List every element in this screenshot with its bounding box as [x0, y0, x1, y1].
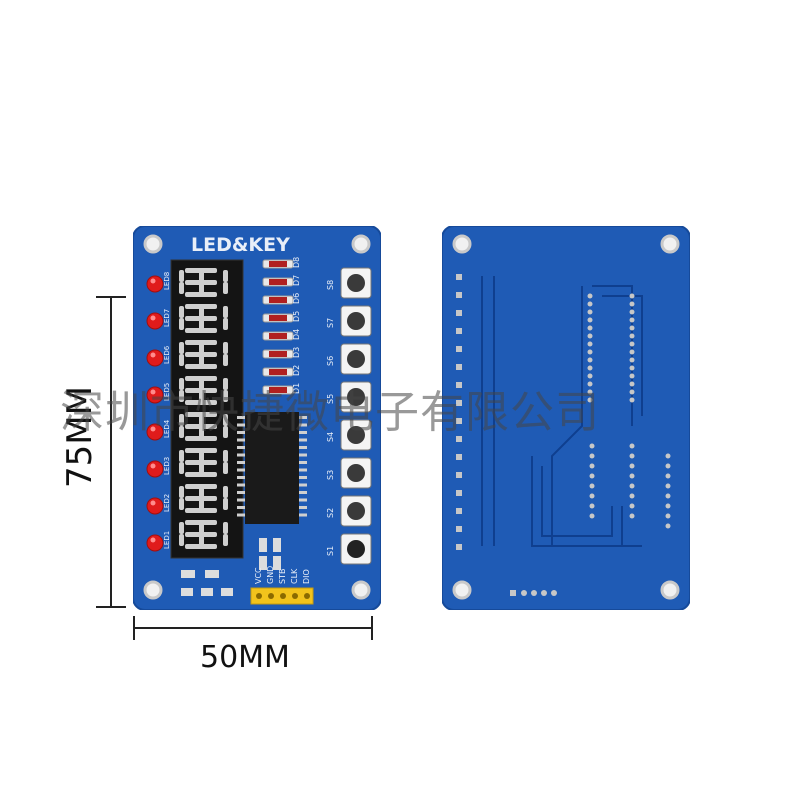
red-led	[146, 497, 164, 515]
mounting-holes-front	[143, 234, 371, 600]
led-label: LED7	[163, 309, 171, 327]
seven-seg-digit	[179, 304, 228, 333]
header-pin-label: GND	[266, 566, 275, 584]
tact-switch: S3	[326, 457, 372, 489]
button-label: S2	[326, 508, 335, 518]
button-label: S3	[326, 470, 335, 480]
diode-label: D5	[292, 311, 301, 322]
red-led	[146, 534, 164, 552]
header-pin-label: VCC	[254, 567, 263, 584]
red-led	[146, 460, 164, 478]
header-pin-label: CLK	[290, 568, 299, 584]
back-board	[442, 226, 690, 610]
seven-seg-digit	[179, 268, 228, 297]
tact-switch: S7	[326, 305, 372, 337]
header-pin-label: DIO	[302, 569, 311, 584]
red-led	[146, 349, 164, 367]
tact-switch: S5	[326, 381, 372, 413]
led-label: LED5	[163, 383, 171, 401]
diode-label: D1	[292, 383, 301, 394]
mounting-holes-back	[452, 234, 680, 600]
watermark-text: 深圳市快捷微电子有限公司	[60, 387, 600, 438]
diode-label: D6	[292, 293, 301, 304]
led-label: LED3	[163, 457, 171, 475]
red-led	[146, 275, 164, 293]
led-label: LED8	[163, 272, 171, 290]
height-dimension	[96, 296, 126, 608]
tact-switch: S8	[326, 267, 372, 299]
led-label: LED1	[163, 531, 171, 549]
tact-switch: S1	[326, 533, 372, 565]
button-label: S6	[326, 356, 335, 366]
diode-label: D7	[292, 275, 301, 286]
seven-seg-digit	[179, 448, 228, 477]
width-label: 50MM	[200, 640, 290, 675]
diode-label: D8	[292, 257, 301, 268]
diode-label: D2	[292, 365, 301, 376]
header-pin-label: STB	[278, 569, 287, 584]
diode-label: D3	[292, 347, 301, 358]
seven-seg-digit	[179, 376, 228, 405]
led-label: LED6	[163, 345, 171, 364]
led-label: LED4	[163, 419, 171, 438]
button-label: S4	[326, 432, 335, 442]
button-label: S5	[326, 394, 335, 404]
seven-seg-digit	[179, 484, 228, 513]
seven-seg-digit	[179, 412, 228, 441]
tact-switch: S6	[326, 343, 372, 375]
button-label: S8	[326, 280, 335, 290]
button-label: S1	[326, 546, 335, 556]
seven-seg-digit	[179, 340, 228, 369]
diode-label: D4	[292, 329, 301, 340]
led-label: LED2	[163, 494, 171, 512]
tact-switch: S4	[326, 419, 372, 451]
width-dimension	[133, 616, 373, 640]
button-label: S7	[326, 318, 335, 328]
board-title: LED&KEY	[191, 234, 290, 256]
seven-seg-digit	[179, 520, 228, 549]
tact-switch: S2	[326, 495, 372, 527]
driver-ic	[245, 412, 299, 524]
red-led	[146, 312, 164, 330]
